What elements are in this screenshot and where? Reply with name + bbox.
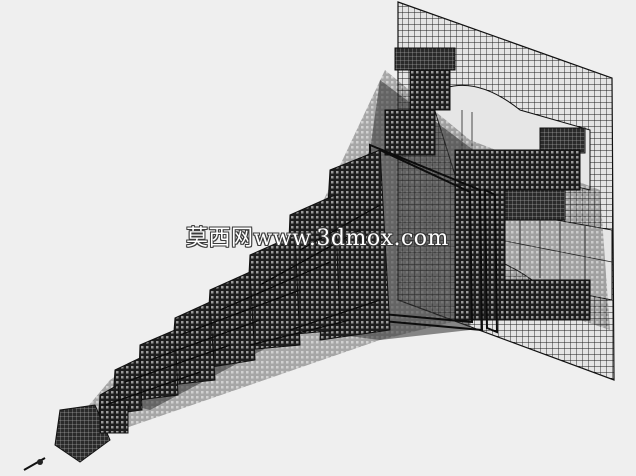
tower-beams xyxy=(104,204,381,406)
tower-segments xyxy=(97,149,391,429)
tower-top xyxy=(23,404,129,471)
